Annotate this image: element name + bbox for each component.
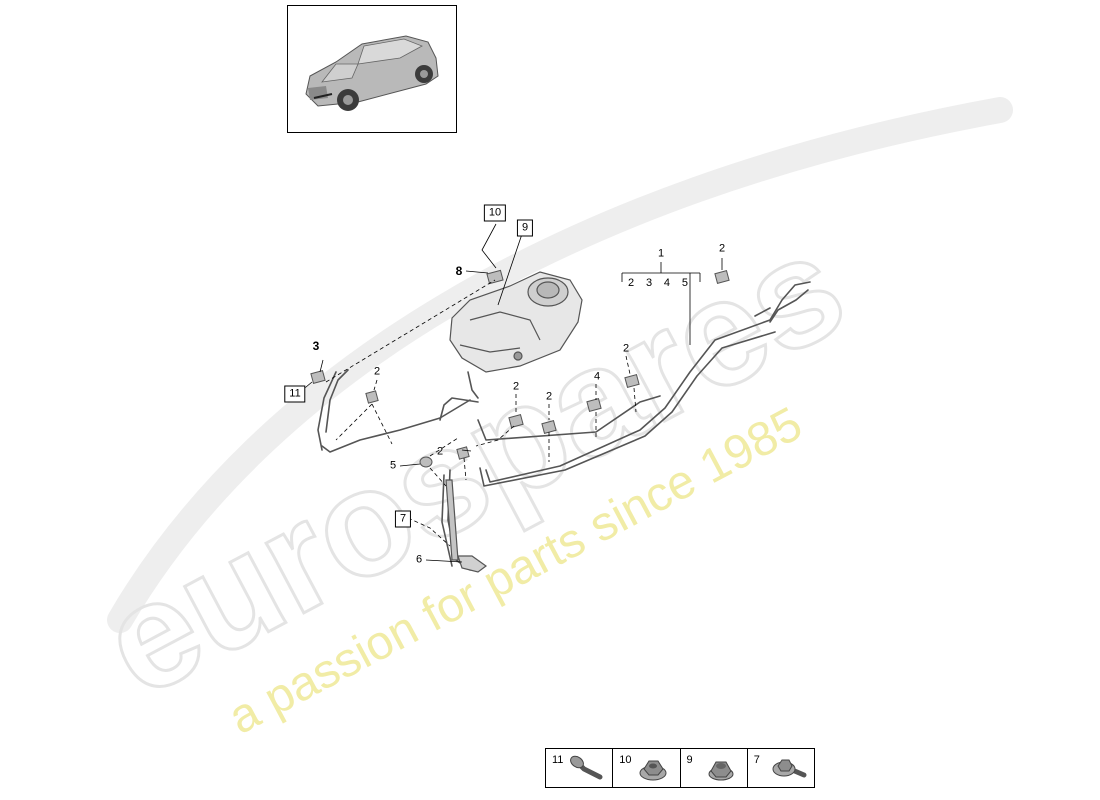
fastener-cell-7: 7 [748, 749, 814, 787]
callout-4: 4 [593, 370, 601, 383]
fastener-number: 9 [686, 754, 693, 766]
clip-2-center2 [508, 414, 524, 428]
flange-bolt-icon [772, 759, 807, 778]
callout-2-mid: 2 [622, 342, 630, 355]
clip-2-left [365, 390, 379, 404]
hex-nut-icon [708, 761, 733, 781]
car-suv-icon [305, 35, 439, 111]
fastener-number: 11 [552, 754, 564, 766]
callout-1-group-item: 3 [645, 277, 653, 289]
clip-4 [586, 398, 602, 412]
callout-9: 9 [516, 219, 534, 237]
flange-nut-icon [639, 760, 667, 781]
fuel-line-return [477, 395, 661, 441]
callout-7: 7 [394, 510, 412, 528]
callout-1: 1 [657, 247, 665, 260]
callout-1-group: 2 3 4 5 [628, 277, 688, 289]
mounting-bracket [445, 479, 488, 573]
callout-2-top-right: 2 [718, 242, 726, 255]
fastener-table: 11 10 9 7 [545, 748, 815, 788]
clip-2-lower [456, 446, 470, 460]
grommet-5 [419, 456, 433, 468]
clip-8 [486, 269, 504, 285]
bolt-icon [570, 755, 603, 780]
fastener-number: 7 [753, 754, 760, 766]
callout-2-left: 2 [373, 365, 381, 378]
callout-2-center2: 2 [512, 380, 520, 393]
callout-3: 3 [312, 339, 320, 353]
vehicle-thumbnail [287, 5, 457, 133]
clip-3 [310, 370, 326, 384]
fuel-line-left [321, 399, 471, 453]
fastener-cell-11: 11 [546, 749, 614, 787]
callout-1-group-item: 4 [663, 277, 671, 289]
callout-1-group-item: 2 [628, 277, 635, 289]
fuel-tank [449, 271, 583, 373]
callout-8: 8 [455, 264, 463, 278]
callout-2-center: 2 [545, 390, 553, 403]
callout-1-group-item: 5 [681, 277, 688, 289]
callout-2-lower: 2 [436, 445, 444, 458]
fastener-cell-10: 10 [613, 749, 681, 787]
fastener-number: 10 [619, 754, 632, 766]
clip-2-center [541, 420, 557, 434]
fuel-line-main [485, 281, 811, 483]
callout-6: 6 [415, 553, 423, 566]
callout-11: 11 [284, 385, 306, 403]
fastener-cell-9: 9 [681, 749, 748, 787]
clip-2-mid [624, 374, 640, 388]
fuel-line-secondary [479, 331, 776, 487]
clip-2-top-right [714, 270, 730, 284]
callout-5: 5 [389, 459, 397, 472]
callout-10: 10 [483, 204, 507, 222]
